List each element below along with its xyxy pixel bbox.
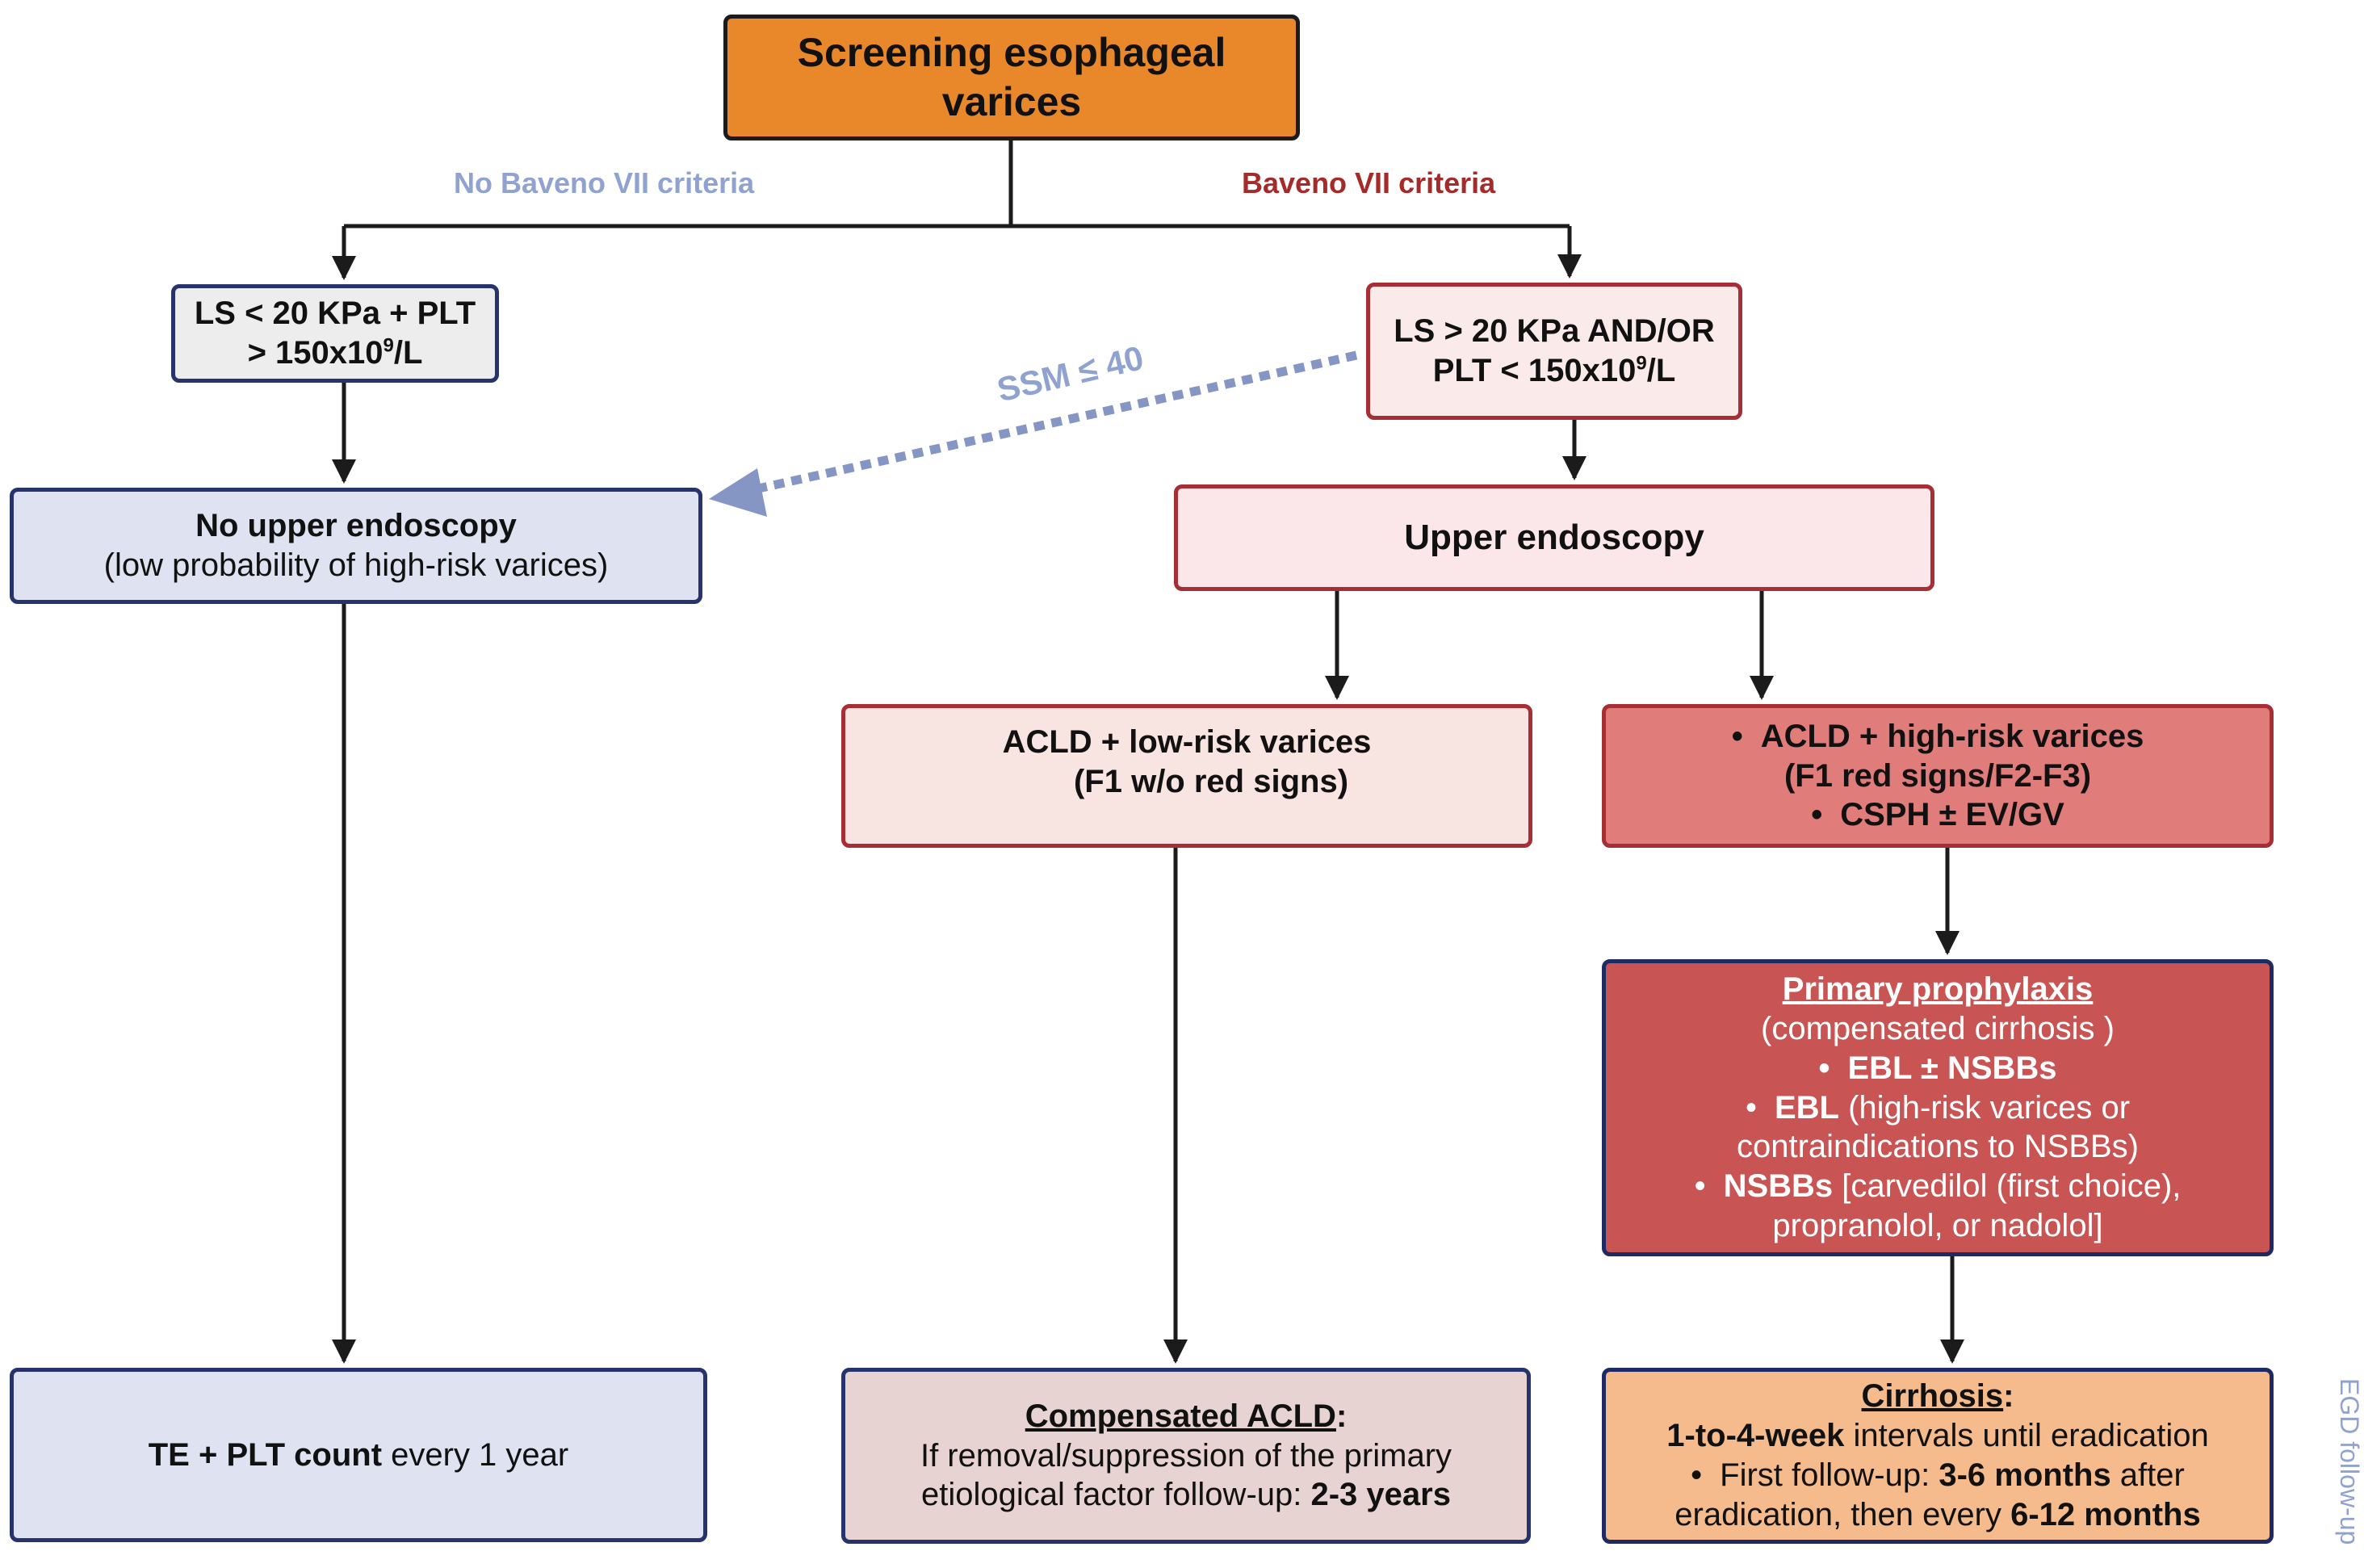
right-criteria-line2: PLT < 150x109/L bbox=[1433, 351, 1676, 391]
upper-endoscopy-box: Upper endoscopy bbox=[1174, 484, 1934, 591]
high-risk-item1-sub: (F1 red signs/F2-F3) bbox=[1783, 757, 2092, 794]
cirrhosis-title: Cirrhosis bbox=[1861, 1378, 2004, 1415]
ssm-dotted-arrow bbox=[753, 350, 1358, 494]
prophylaxis-item2-bold: EBL bbox=[1774, 1089, 1839, 1126]
compensated-acld-box: Compensated ACLD: If removal/suppression… bbox=[841, 1368, 1531, 1544]
screening-varices-box: Screening esophageal varices bbox=[723, 15, 1300, 140]
left-criteria-exponent: 9 bbox=[383, 334, 394, 357]
prophylaxis-item1: EBL ± NSBBs bbox=[1818, 1049, 2056, 1088]
left-criteria-unit: /L bbox=[393, 335, 423, 371]
cirrhosis-line3-bold: 6-12 months bbox=[2010, 1496, 2201, 1532]
cirrhosis-line1-bold: 1-to-4-week bbox=[1666, 1418, 1845, 1454]
prophylaxis-item3-line2: propranolol, or nadolol] bbox=[1772, 1207, 2103, 1243]
primary-prophylaxis-box: Primary prophylaxis (compensated cirrhos… bbox=[1602, 959, 2274, 1256]
right-criteria-unit: /L bbox=[1646, 353, 1676, 388]
cirrhosis-line2-bold: 3-6 months bbox=[1939, 1457, 2111, 1493]
compensated-line1: If removal/suppression of the primary bbox=[920, 1437, 1452, 1474]
high-ls-plt-criteria-box: LS > 20 KPa AND/OR PLT < 150x109/L bbox=[1366, 283, 1742, 420]
prophylaxis-title: Primary prophylaxis bbox=[1782, 971, 2094, 1008]
te-plt-rest: every 1 year bbox=[382, 1436, 569, 1473]
te-plt-text: TE + PLT count every 1 year bbox=[149, 1436, 568, 1475]
low-risk-varices-box: ACLD + low-risk varices (F1 w/o red sign… bbox=[841, 704, 1532, 848]
prophylaxis-item2-line2: contraindications to NSBBs) bbox=[1736, 1129, 2139, 1165]
compensated-line2-bold: 2-3 years bbox=[1310, 1477, 1451, 1513]
low-risk-line1: ACLD + low-risk varices bbox=[1002, 724, 1372, 760]
right-criteria-exponent: 9 bbox=[1636, 352, 1647, 375]
prophylaxis-subtitle: (compensated cirrhosis ) bbox=[1761, 1011, 2115, 1046]
ssm-arrowhead bbox=[709, 468, 767, 517]
cirrhosis-line3-pre: eradication, then every bbox=[1674, 1496, 2011, 1532]
no-baveno-label: No Baveno VII criteria bbox=[454, 166, 755, 199]
root-title-line2: varices bbox=[941, 79, 1082, 124]
cirrhosis-followup-box: Cirrhosis: 1-to-4-week intervals until e… bbox=[1602, 1368, 2274, 1544]
high-risk-varices-box: ACLD + high-risk varices (F1 red signs/F… bbox=[1602, 704, 2274, 848]
cirrhosis-line2-post: after bbox=[2110, 1457, 2185, 1493]
cirrhosis-title-row: Cirrhosis: bbox=[1862, 1377, 2014, 1416]
no-upper-endoscopy-box: No upper endoscopy (low probability of h… bbox=[10, 488, 702, 604]
compensated-colon: : bbox=[1335, 1398, 1348, 1434]
compensated-title-row: Compensated ACLD: bbox=[1025, 1397, 1348, 1436]
low-risk-line2: (F1 w/o red signs) bbox=[1073, 763, 1349, 799]
high-risk-item1: ACLD + high-risk varices bbox=[1732, 717, 2144, 757]
left-criteria-line2: > 150x109/L bbox=[248, 333, 423, 373]
cirrhosis-line1-rest: intervals until eradication bbox=[1844, 1418, 2209, 1454]
prophylaxis-item3-bold: NSBBs bbox=[1723, 1168, 1834, 1205]
compensated-line2-pre: etiological factor follow-up: bbox=[921, 1477, 1311, 1513]
prophylaxis-item2-rest: (high-risk varices or bbox=[1838, 1089, 2131, 1126]
prophylaxis-item2: EBL (high-risk varices or bbox=[1746, 1088, 2130, 1128]
compensated-title: Compensated ACLD bbox=[1025, 1398, 1336, 1434]
prophylaxis-item3-rest: [carvedilol (first choice), bbox=[1833, 1168, 2182, 1205]
cirrhosis-line2: First follow-up: 3-6 months after bbox=[1691, 1456, 2185, 1495]
cirrhosis-line3: eradication, then every 6-12 months bbox=[1674, 1495, 2200, 1535]
compensated-line2: etiological factor follow-up: 2-3 years bbox=[921, 1475, 1451, 1515]
te-plt-followup-box: TE + PLT count every 1 year bbox=[10, 1368, 707, 1542]
te-plt-bold: TE + PLT count bbox=[148, 1436, 383, 1473]
cirrhosis-line1: 1-to-4-week intervals until eradication bbox=[1666, 1416, 2208, 1456]
cirrhosis-line2-pre: First follow-up: bbox=[1720, 1457, 1939, 1493]
left-criteria-value: > 150x10 bbox=[247, 335, 384, 371]
no-endoscopy-title: No upper endoscopy bbox=[195, 508, 517, 544]
root-title-line1: Screening esophageal bbox=[797, 30, 1226, 75]
right-criteria-line1: LS > 20 KPa AND/OR bbox=[1394, 313, 1715, 350]
endoscopy-title: Upper endoscopy bbox=[1404, 518, 1704, 558]
baveno-label: Baveno VII criteria bbox=[1242, 166, 1496, 199]
left-criteria-line1: LS < 20 KPa + PLT bbox=[194, 296, 476, 332]
low-ls-plt-criteria-box: LS < 20 KPa + PLT > 150x109/L bbox=[171, 284, 499, 383]
right-criteria-value: PLT < 150x10 bbox=[1432, 353, 1637, 388]
prophylaxis-item3: NSBBs [carvedilol (first choice), bbox=[1695, 1167, 2182, 1206]
no-endoscopy-subtitle: (low probability of high-risk varices) bbox=[103, 547, 609, 583]
cirrhosis-colon: : bbox=[2003, 1378, 2014, 1415]
egd-followup-label: EGD follow-up bbox=[2335, 1377, 2364, 1545]
high-risk-item2: CSPH ± EV/GV bbox=[1811, 795, 2064, 835]
